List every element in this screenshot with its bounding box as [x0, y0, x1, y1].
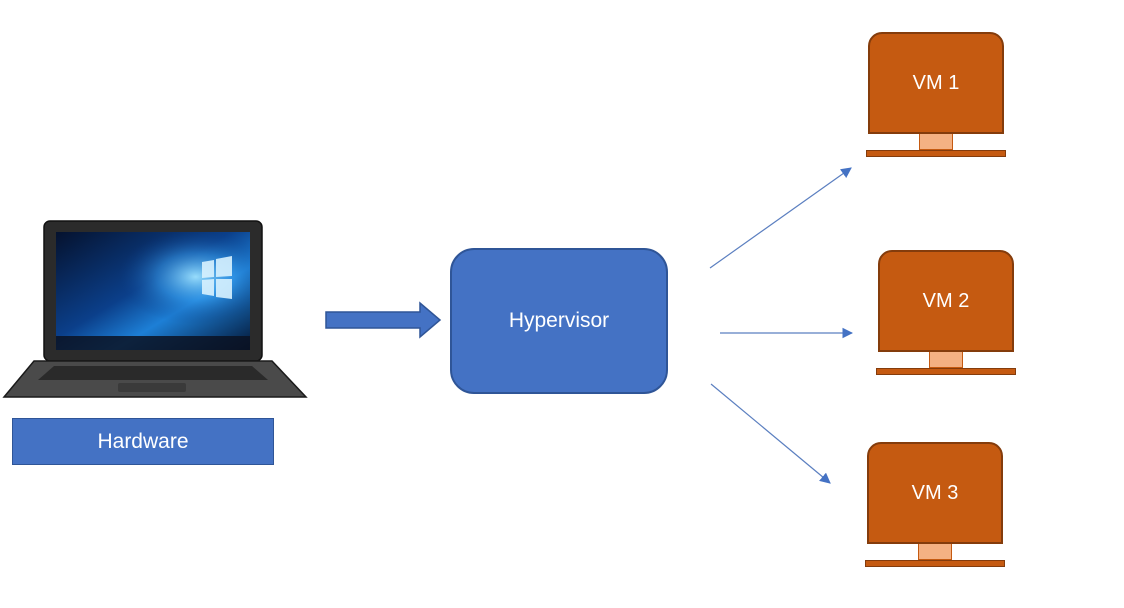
vm-3-monitor: VM 3 [865, 442, 1005, 567]
vm-3-label: VM 3 [911, 481, 959, 504]
vm-3-screen: VM 3 [867, 442, 1003, 544]
vm-2-stand [929, 352, 963, 368]
hardware-to-hypervisor-arrow [325, 301, 442, 339]
vm-1-stand [919, 134, 953, 150]
vm-1-base [866, 150, 1006, 157]
vm-1-monitor: VM 1 [866, 32, 1006, 157]
vm-2-screen: VM 2 [878, 250, 1014, 352]
hypervisor-box: Hypervisor [450, 248, 668, 394]
laptop-icon [2, 220, 308, 398]
vm-3-stand [918, 544, 952, 560]
vm-2-base [876, 368, 1016, 375]
hardware-label: Hardware [12, 418, 274, 465]
vm-2-monitor: VM 2 [876, 250, 1016, 375]
windows-logo-icon [202, 256, 232, 299]
hypervisor-label: Hypervisor [508, 309, 610, 332]
hypervisor-to-vm3-connector [710, 383, 831, 484]
vm-1-screen: VM 1 [868, 32, 1004, 134]
vm-1-label: VM 1 [912, 71, 960, 94]
hypervisor-to-vm1-connector [709, 167, 852, 269]
vm-2-label: VM 2 [922, 289, 970, 312]
vm-3-base [865, 560, 1005, 567]
